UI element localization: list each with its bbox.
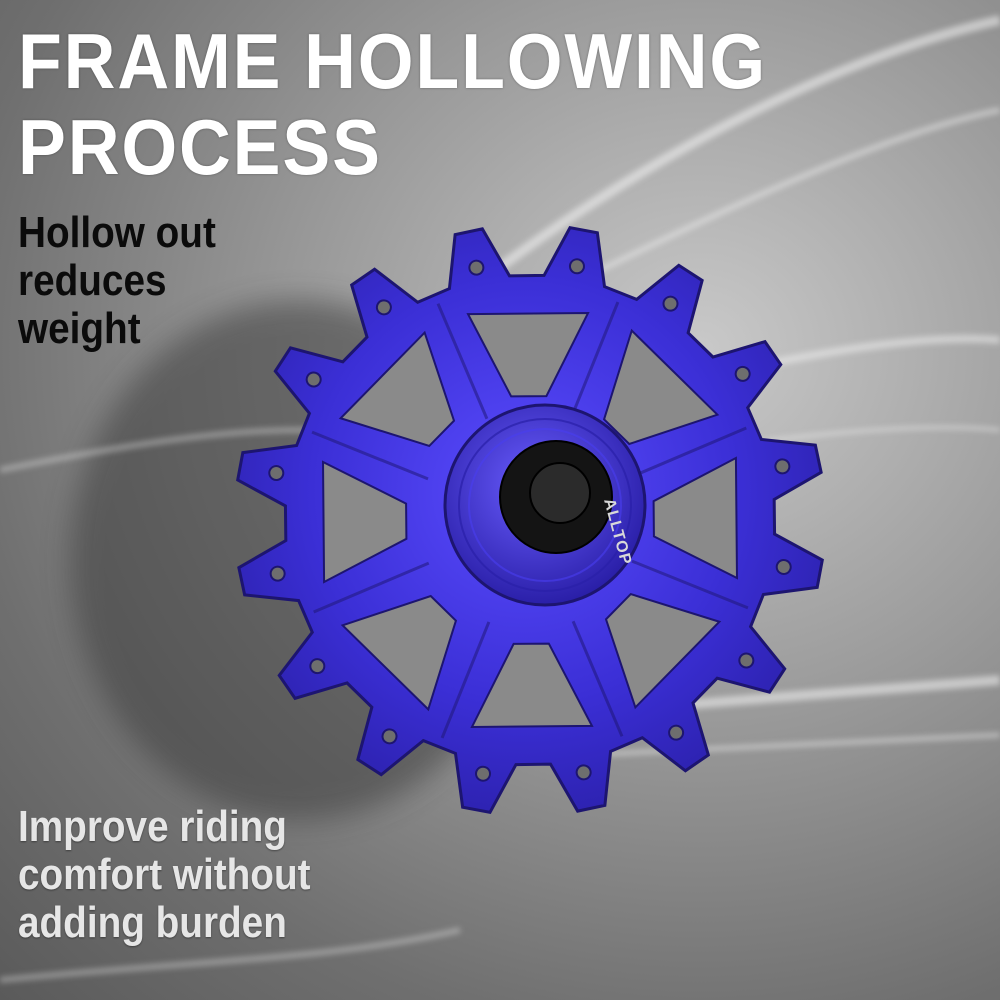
bolt-hole [475,765,492,782]
bolt-hole [269,565,286,582]
footer-line-3: adding burden [18,898,287,947]
bolt-hole [375,299,392,316]
bolt-hole [662,295,679,312]
hollow-window [466,311,590,398]
bolt-hole [668,724,685,741]
bolt-hole [774,458,791,475]
gear-spoke [313,561,430,614]
gear-spoke [569,301,620,419]
gear-spoke [436,303,489,420]
gear-spoke [571,620,624,737]
bolt-hole [305,371,322,388]
subheadline-line-1: Hollow out [18,208,216,257]
gear-spoke [311,430,429,481]
bolt-hole [775,558,792,575]
bolt-hole [309,658,326,675]
hollow-window [470,642,594,729]
hollow-window [602,328,720,446]
gear-spoke [630,426,747,479]
gear-spoke [631,559,749,610]
headline-line-1: FRAME HOLLOWING [18,17,768,105]
bolt-hole [568,258,585,275]
subheadline-line-3: weight [18,304,141,353]
headline-line-2: PROCESS [18,103,382,191]
hollow-window [338,330,456,448]
subheadline-line-2: reduces [18,256,167,305]
bolt-hole [738,652,755,669]
gear-spoke [440,621,491,739]
footer-line-2: comfort without [18,850,311,899]
bolt-hole [381,728,398,745]
bolt-hole [268,465,285,482]
footer-line-1: Improve riding [18,802,287,851]
bolt-hole [575,764,592,781]
bolt-hole [734,365,751,382]
hollow-window [321,460,408,584]
hollow-window [652,456,739,580]
hollow-window [340,594,458,712]
hollow-window [604,592,722,710]
bolt-hole [468,259,485,276]
